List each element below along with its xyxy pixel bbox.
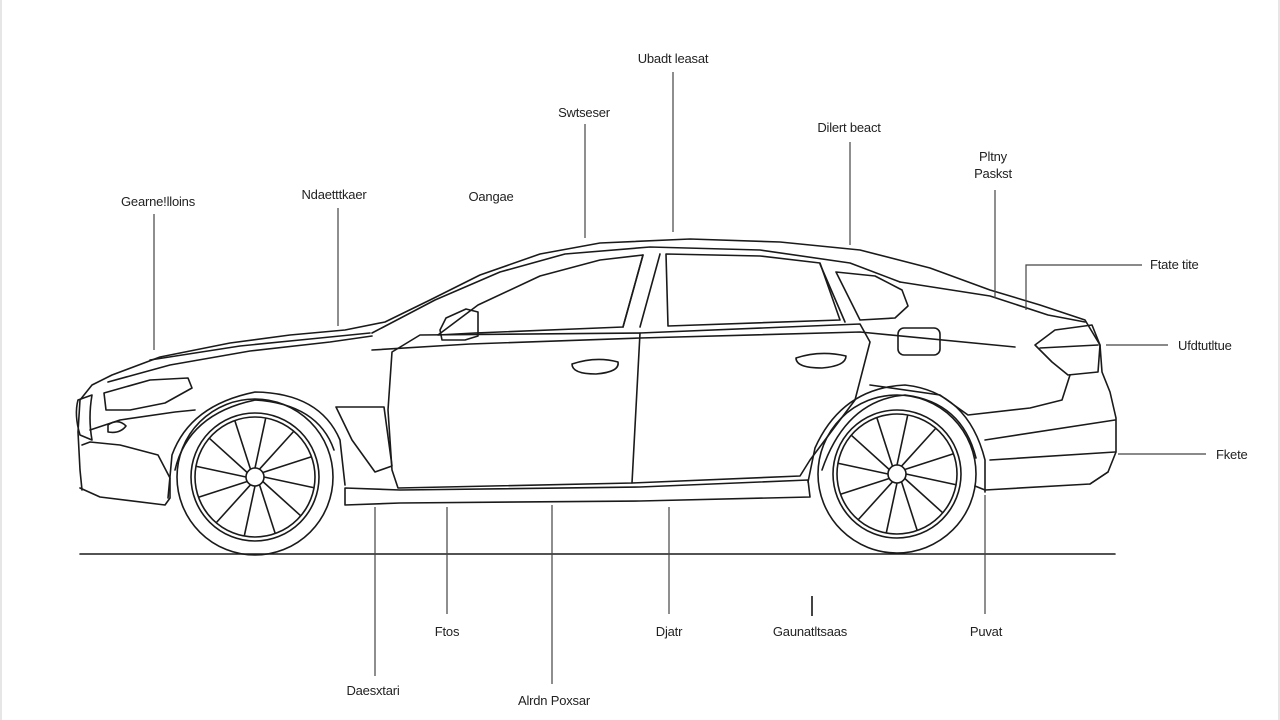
callout-label: Pltny Paskst — [974, 148, 1012, 182]
front-lower-line — [89, 409, 196, 431]
door-handle-front — [571, 358, 619, 375]
wheel-spoke — [262, 480, 302, 517]
frame-border-left — [0, 0, 2, 720]
callout-label: Gearne!lloins — [121, 194, 195, 209]
leader-line — [1025, 264, 1142, 310]
callout-label: Dilert beact — [817, 120, 881, 135]
callout-label: Fkete — [1216, 447, 1248, 462]
hood-crease — [149, 332, 371, 361]
wheel-spoke — [905, 473, 957, 486]
b-pillar — [622, 254, 644, 328]
front-bumper — [79, 441, 171, 506]
callout-label-line: Pltny — [979, 149, 1007, 164]
callout-label: Ftate tite — [1150, 257, 1199, 272]
wheel-spoke — [904, 453, 954, 471]
wheel-spoke — [234, 420, 252, 470]
headlight — [103, 377, 193, 411]
wheel-spoke — [840, 477, 890, 495]
rear-window — [665, 253, 841, 327]
fuel-cap — [897, 327, 941, 356]
fender-vent — [335, 406, 393, 473]
rear-bumper — [984, 419, 1116, 485]
callout-label: Ndaetttkaer — [301, 187, 367, 202]
callout-label: Ftos — [434, 624, 460, 639]
wheel-spoke — [254, 417, 267, 469]
wheel-spoke — [208, 437, 248, 474]
front-door — [387, 332, 641, 489]
front-wheel — [176, 398, 334, 556]
front-wheel-arch-inner — [174, 399, 335, 471]
wheel-spoke — [885, 482, 898, 534]
callout-label: Swtseser — [558, 105, 610, 120]
callout-label: Djatr — [655, 624, 683, 639]
grille — [75, 394, 93, 441]
wheel-spoke — [262, 456, 312, 474]
rear-wheel-arch — [807, 384, 986, 493]
car-body-outline — [77, 238, 1117, 491]
rear-lamp — [1034, 324, 1101, 376]
belt-line — [371, 331, 1016, 351]
callout-label: Alrdn Poxsar — [517, 693, 591, 708]
wheel-spoke — [243, 485, 256, 537]
callout-label: Ubadt leasat — [637, 51, 709, 66]
side-skirt — [344, 479, 811, 506]
rear-wheel — [817, 394, 977, 554]
hood-line — [107, 335, 373, 383]
roof-inner-line — [371, 246, 901, 334]
frame-border-right — [1278, 0, 1280, 720]
door-handle-rear — [795, 352, 847, 369]
front-wheel-arch — [167, 391, 346, 499]
wheel-spoke — [198, 480, 248, 498]
rear-shoulder-line — [869, 374, 1071, 416]
callout-label: Puvat — [969, 624, 1003, 639]
callout-label: Daesxtari — [346, 683, 400, 698]
callout-label: Gaunatltsaas — [772, 624, 848, 639]
rear-lamp-line — [1039, 344, 1099, 349]
side-mirror — [439, 308, 479, 341]
wheel-spoke — [850, 434, 890, 471]
wheel-spoke — [857, 481, 894, 521]
b-pillar-2 — [639, 253, 661, 328]
wheel-spoke — [215, 484, 252, 524]
callout-label: Oangae — [468, 189, 514, 204]
wheel-spoke — [263, 476, 315, 489]
wheel-spoke — [258, 430, 295, 470]
quarter-window — [835, 271, 909, 321]
wheel-spoke — [195, 465, 247, 478]
wheel-spoke — [876, 417, 894, 467]
wheel-spoke — [900, 427, 937, 467]
callout-label: Ufdtutltue — [1178, 338, 1232, 353]
front-window — [437, 254, 644, 336]
c-pillar — [819, 263, 846, 323]
wheel-spoke — [904, 477, 944, 514]
wheel-spoke — [258, 484, 276, 534]
wheel-spoke — [896, 414, 909, 466]
callout-label-line: Paskst — [974, 166, 1012, 181]
wheel-spoke — [900, 481, 918, 531]
trunk-lid — [899, 281, 1086, 323]
wheel-spoke — [837, 462, 889, 475]
